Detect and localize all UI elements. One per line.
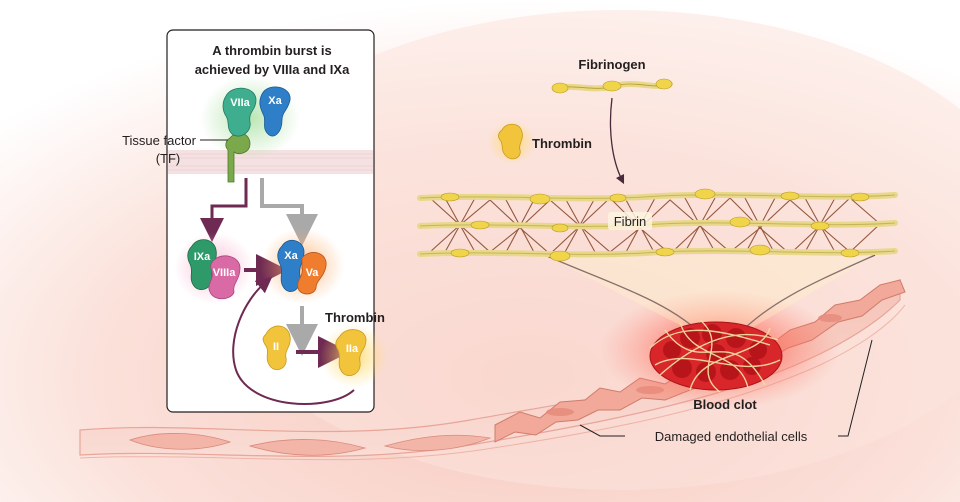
fibrinogen-label: Fibrinogen bbox=[578, 57, 645, 72]
prothrombin: II bbox=[262, 325, 291, 371]
endothelial-cells bbox=[128, 433, 492, 456]
tissue-factor-label: Tissue factor bbox=[122, 133, 197, 148]
inset-title-line1: A thrombin burst is bbox=[212, 43, 331, 58]
thrombin-inset-label: Thrombin bbox=[325, 310, 385, 325]
blood-clot bbox=[649, 319, 783, 393]
damaged-cells-label: Damaged endothelial cells bbox=[655, 429, 808, 444]
inset-title-line2: achieved by VIIIa and IXa bbox=[195, 62, 350, 77]
ixa-label: IXa bbox=[194, 251, 211, 263]
fibrinogen-to-fibrin-arrow bbox=[609, 97, 625, 185]
iia-label: IIa bbox=[346, 343, 359, 355]
ixa-viiia-complex: IXa VIIIa bbox=[174, 232, 254, 304]
zoom-cone bbox=[545, 255, 875, 338]
thrombin-molecule-icon bbox=[488, 120, 536, 164]
feedback-arrow bbox=[232, 276, 355, 405]
blood-clot-label: Blood clot bbox=[693, 397, 757, 412]
arrow-to-xa bbox=[260, 178, 318, 246]
fibrinogen-molecule bbox=[551, 78, 673, 94]
ii-label: II bbox=[273, 341, 279, 353]
thrombin-legend-label: Thrombin bbox=[532, 136, 592, 151]
va-label: Va bbox=[306, 267, 320, 279]
thrombin-iia: IIa bbox=[320, 324, 388, 388]
xa-mid-label: Xa bbox=[284, 250, 298, 262]
viia-label: VIIa bbox=[230, 97, 250, 109]
arrow-to-ixa bbox=[200, 178, 248, 242]
damaged-cells-leader bbox=[579, 339, 873, 437]
fibrin-label-bg bbox=[608, 212, 652, 230]
tf-viia-xa-complex: VIIa Xa bbox=[200, 76, 300, 183]
xa-top-label: Xa bbox=[268, 95, 282, 107]
fibrin-mesh bbox=[417, 188, 898, 262]
xa-va-complex: Xa Va bbox=[260, 228, 344, 304]
tissue-factor-abbrev: (TF) bbox=[156, 151, 181, 166]
viiia-label: VIIIa bbox=[213, 267, 237, 279]
fibrin-label: Fibrin bbox=[614, 214, 647, 229]
